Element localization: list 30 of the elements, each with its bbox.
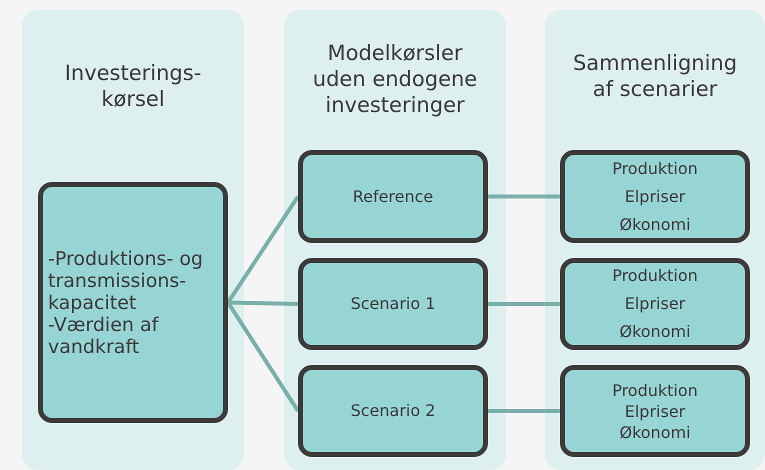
box-text: Økonomi [619, 422, 691, 442]
box-text: Økonomi [619, 214, 691, 236]
box-text: Reference [352, 186, 434, 208]
connector-line [488, 194, 560, 198]
column-heading: Modelkørsler uden endogene investeringer [312, 40, 478, 118]
column-heading: Investerings- kørsel [64, 60, 202, 112]
process-box [560, 150, 750, 243]
process-box [560, 365, 750, 457]
box-text: -Produktions- og transmissions- kapacitet -Værdien af vandkraft [48, 248, 203, 358]
process-box [298, 258, 488, 350]
box-text: Økonomi [619, 321, 691, 343]
box-text: Elpriser [624, 400, 686, 422]
process-box [298, 150, 488, 243]
input-box [38, 182, 228, 423]
box-text: Elpriser [624, 186, 686, 208]
box-text: Produktion [612, 158, 698, 180]
process-box [298, 365, 488, 457]
box-text: Elpriser [624, 293, 686, 315]
process-box [560, 258, 750, 350]
column-panel [545, 10, 765, 470]
column-panel [284, 10, 506, 470]
connector-line [488, 302, 560, 306]
column-panel [22, 10, 244, 470]
column-heading: Sammenligning af scenarier [572, 50, 738, 102]
box-text: Scenario 1 [350, 293, 436, 315]
connector-line [228, 300, 298, 306]
box-text: Scenario 2 [350, 400, 436, 422]
connector-line [488, 409, 560, 413]
box-text: Produktion [612, 380, 698, 400]
box-text: Produktion [612, 265, 698, 287]
